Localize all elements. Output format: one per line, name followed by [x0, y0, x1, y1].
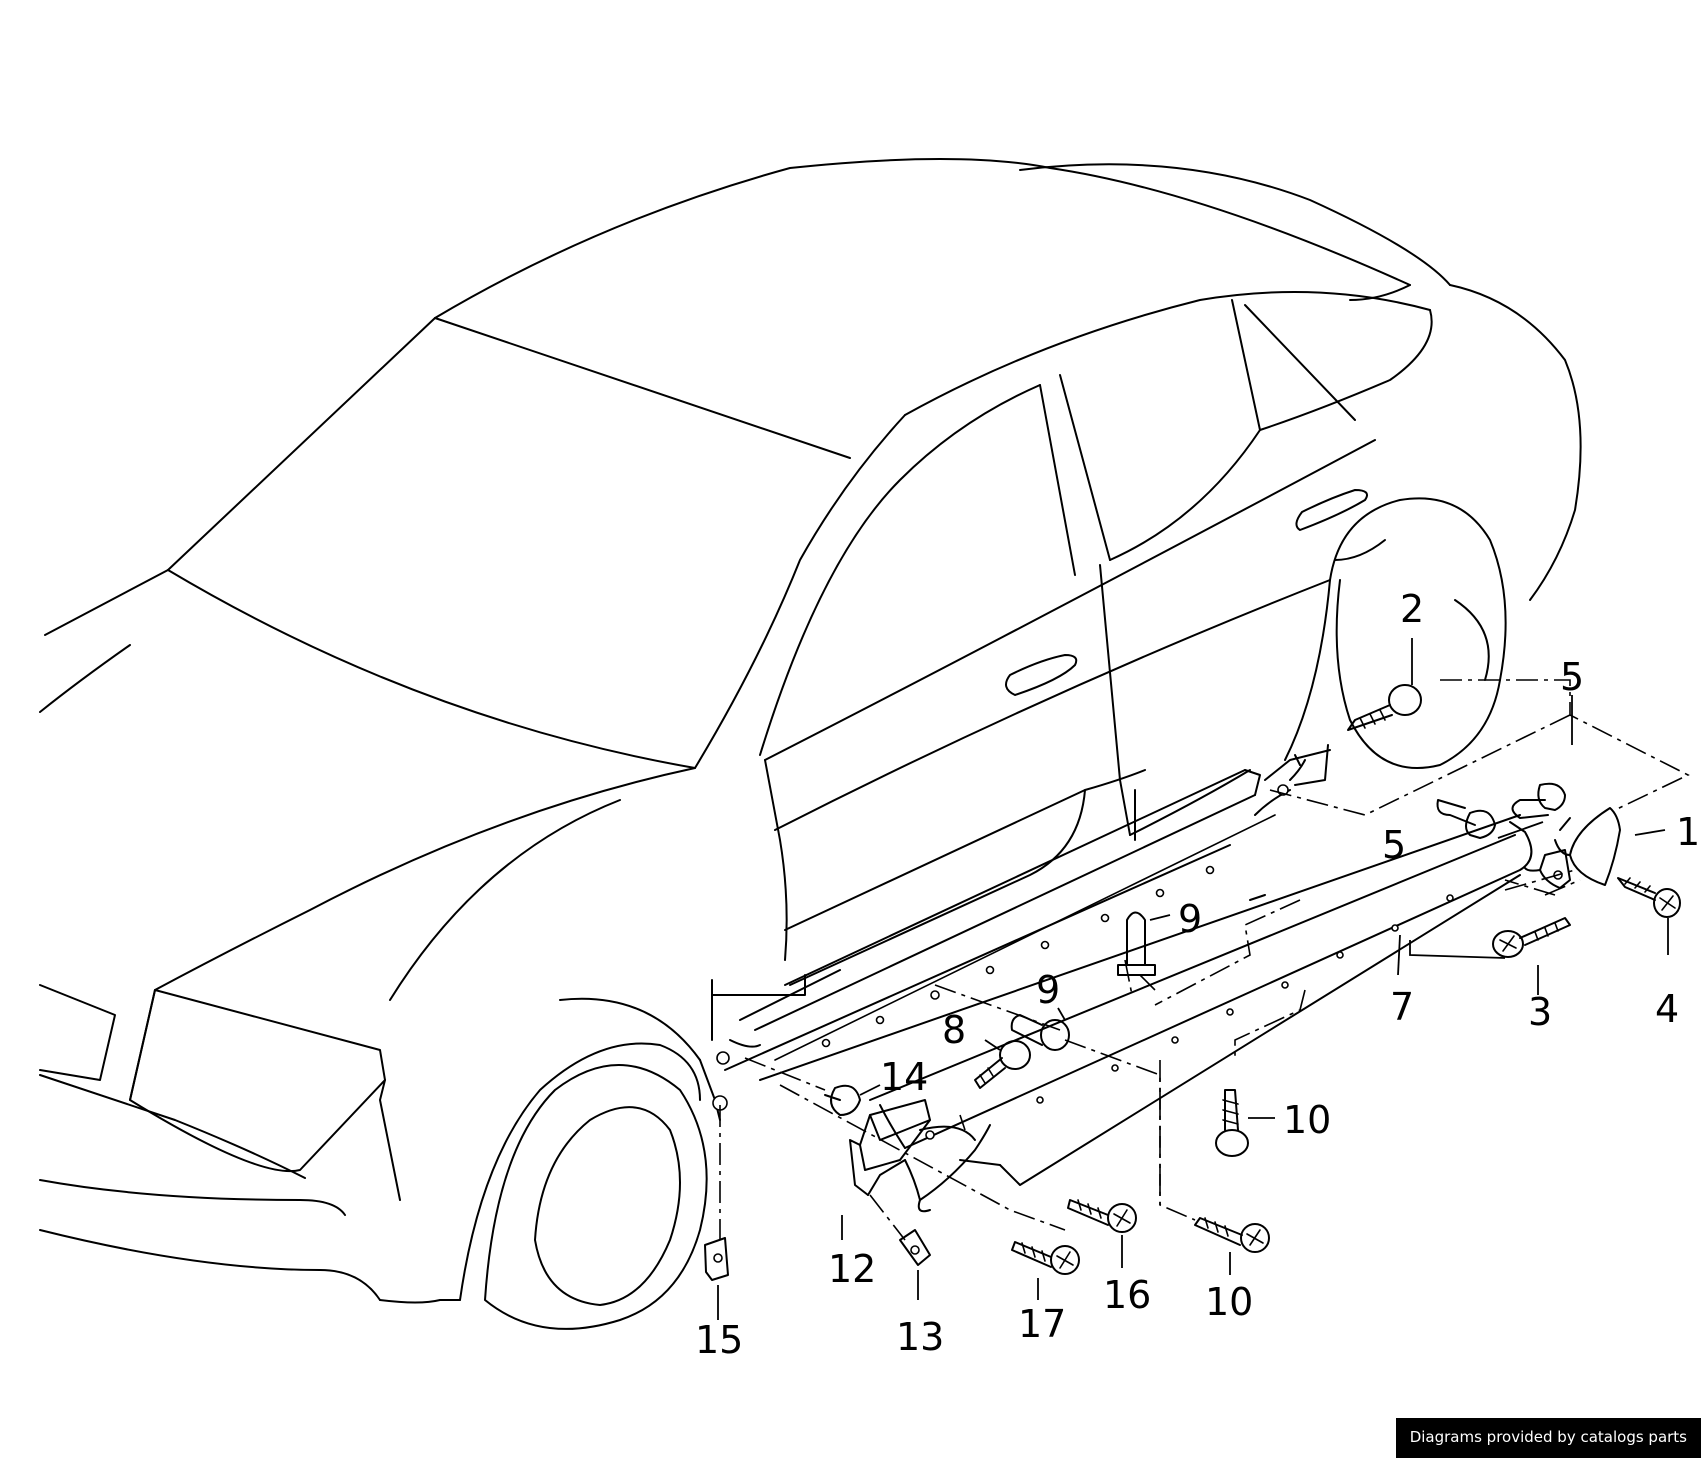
pin-9-lower [1010, 1014, 1070, 1051]
screw-2 [1347, 684, 1422, 731]
sill-hole [1100, 913, 1110, 923]
sill-hole [875, 1015, 885, 1025]
sill-hole [1391, 924, 1399, 932]
callout-10-lower: 10 [1205, 1280, 1253, 1324]
pin-9-upper [1117, 911, 1156, 976]
callout-17: 17 [1018, 1302, 1066, 1346]
front-bracket-12 [849, 1099, 991, 1213]
screw-4 [1617, 877, 1681, 918]
screw-10-upper [1215, 1089, 1249, 1157]
rear-end-cap [1554, 807, 1621, 886]
screw-16 [1067, 1199, 1137, 1233]
clip-13 [899, 1229, 931, 1266]
callout-13: 13 [896, 1315, 944, 1359]
sill-hole [985, 965, 995, 975]
bracket-hole [925, 1130, 935, 1140]
clip-15 [704, 1237, 729, 1281]
clip-hole [910, 1245, 920, 1255]
sill-hole [1226, 1008, 1234, 1016]
callout-3: 3 [1528, 990, 1552, 1034]
callout-labels: 1 2 3 4 5 5 7 8 9 9 10 10 12 13 14 15 16… [695, 587, 1700, 1362]
clip-14 [824, 1084, 861, 1116]
screw-10-lower [1194, 1217, 1270, 1253]
callout-12: 12 [828, 1247, 876, 1291]
body-mount-hole [930, 990, 940, 1000]
leader-lines [717, 638, 1669, 1320]
sill-hole [1040, 940, 1050, 950]
callout-9-upper: 9 [1178, 897, 1202, 941]
body-mount-hole [716, 1051, 730, 1065]
clip-5-lower [1436, 799, 1496, 839]
credit-banner: Diagrams provided by catalogs parts [1395, 1418, 1701, 1458]
callout-16: 16 [1103, 1273, 1151, 1317]
screw-17 [1011, 1241, 1080, 1275]
sill-hole [1281, 981, 1289, 989]
clip-hole [713, 1253, 723, 1263]
sill-hole [821, 1038, 831, 1048]
clip-5-upper [1511, 782, 1566, 819]
callout-15: 15 [695, 1318, 743, 1362]
sill-body-lines [754, 744, 1331, 1061]
sill-trim-panel [712, 784, 1533, 1186]
sill-hole [1111, 1064, 1119, 1072]
callout-5-lower: 5 [1382, 823, 1406, 867]
callout-7: 7 [1390, 985, 1414, 1029]
sill-hole [1171, 1036, 1179, 1044]
callout-8: 8 [942, 1008, 966, 1052]
callout-9-lower: 9 [1036, 968, 1060, 1012]
car-outline [39, 158, 1582, 1330]
clip-8 [974, 1040, 1031, 1089]
sill-hole [1036, 1096, 1044, 1104]
callout-2: 2 [1400, 587, 1424, 631]
sill-hole [1205, 865, 1215, 875]
sill-hole [1155, 888, 1165, 898]
sill-hole [1446, 894, 1454, 902]
callout-1: 1 [1676, 810, 1700, 854]
callout-14: 14 [880, 1055, 928, 1099]
callout-5-upper: 5 [1560, 655, 1584, 699]
callout-4: 4 [1655, 987, 1679, 1031]
sill-hole [1336, 951, 1344, 959]
callout-10-upper: 10 [1283, 1098, 1331, 1142]
screw-3 [1492, 917, 1571, 958]
dashed-assembly-lines [719, 679, 1690, 1241]
